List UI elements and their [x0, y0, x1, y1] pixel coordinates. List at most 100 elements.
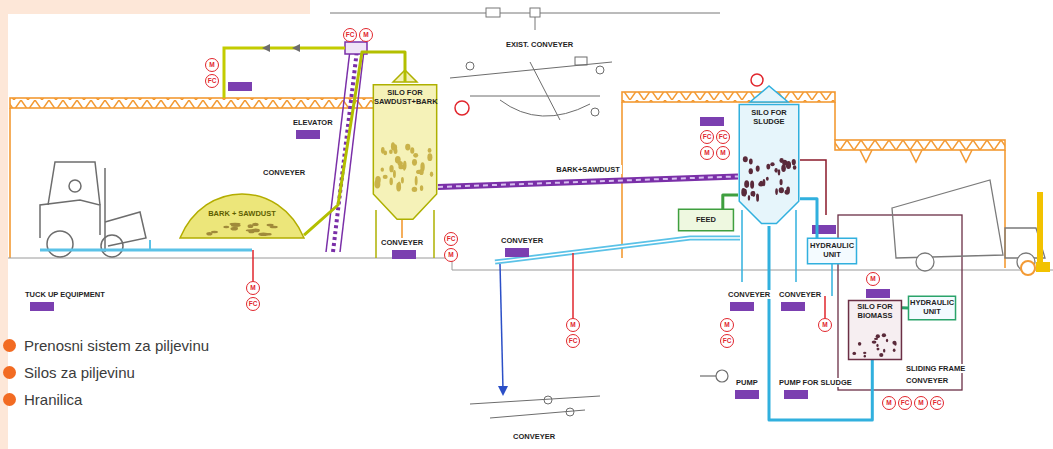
drive-symbol [466, 62, 474, 70]
material-texture [864, 355, 866, 358]
drive-symbol [544, 396, 552, 404]
page-margin [0, 0, 310, 449]
margin-band [0, 0, 8, 449]
instrument-bubble: FC [716, 130, 730, 144]
material-texture [396, 183, 401, 192]
connector [800, 199, 817, 238]
screw-feeder: FEED [678, 209, 734, 231]
material-texture [412, 159, 417, 166]
margin-band [0, 0, 310, 14]
conveyor-line [470, 96, 600, 97]
hydraulic-unit: HYDRAULIC UNIT [807, 238, 857, 264]
instrument-bubble: FC [720, 334, 734, 348]
legend: Prenosni sistem za piljevinuSilos za pil… [3, 332, 209, 413]
material-texture [401, 177, 404, 183]
instrument-bubble: FC [566, 334, 580, 348]
node-text: HYDRAULIC UNIT [908, 299, 956, 316]
legend-swatch [3, 339, 16, 352]
material-texture [793, 165, 797, 169]
tag-box [730, 302, 754, 311]
box-outline [849, 301, 902, 360]
equipment-label: CONVEYER [778, 290, 822, 299]
instrument-bubble: M [914, 396, 928, 410]
legend-item: Prenosni sistem za piljevinu [3, 332, 209, 359]
equipment-label: CONVEYER [262, 168, 306, 177]
signal-line [824, 296, 826, 318]
node-text: SILO FOR BIOMASS [848, 303, 902, 320]
wheel [47, 231, 73, 257]
material-texture [877, 348, 880, 351]
material-texture [750, 191, 755, 196]
connector [902, 307, 908, 308]
connector-line [438, 176, 738, 187]
cyan-conveyor [495, 238, 740, 396]
equipment-label: CONVEYER [380, 238, 424, 247]
roof-hanger [860, 150, 972, 162]
connector-line [902, 306, 908, 309]
conveyor-curve [500, 100, 590, 116]
connector [723, 195, 738, 209]
material-texture [389, 178, 392, 186]
legend-item: Hranilica [3, 386, 209, 413]
conveyor-line [530, 62, 560, 120]
instrument-bubble: FC [246, 297, 260, 311]
material-texture [749, 159, 753, 165]
legend-swatch [3, 393, 16, 406]
flow-arrow [498, 386, 508, 396]
material-texture [393, 144, 397, 151]
material-texture [412, 187, 418, 192]
transfer-line [500, 264, 503, 390]
material-texture [743, 156, 748, 162]
existing-conveyor [450, 57, 612, 120]
material-texture [792, 159, 796, 165]
material-texture [744, 180, 749, 188]
material-texture [852, 352, 856, 355]
building-wall [9, 108, 11, 258]
pile-outline [180, 194, 304, 238]
tag-box [866, 289, 890, 298]
material-texture [420, 185, 423, 191]
connector-label: BARK+SAWDUST [554, 165, 622, 174]
instrument-bubble: FC [930, 396, 944, 410]
instrument-bubble: M [246, 281, 260, 295]
material-texture [779, 187, 784, 193]
pipe-line [831, 264, 833, 296]
silo-leg [433, 210, 435, 258]
material-texture [879, 353, 883, 357]
storage-silo: SILO FOR SLUDGE [738, 102, 800, 226]
roof-truss [835, 140, 1005, 150]
material-texture [248, 230, 254, 234]
material-texture [211, 231, 218, 233]
yellow-column [1037, 192, 1043, 262]
material-texture [883, 349, 885, 353]
material-texture [863, 352, 866, 354]
material-texture [756, 165, 760, 171]
tag-box [505, 248, 529, 257]
pipe-line [700, 375, 716, 376]
material-texture [413, 153, 418, 158]
node-text: FEED [678, 216, 734, 225]
material-texture [223, 226, 229, 228]
material-texture [762, 179, 765, 186]
material-texture [381, 168, 384, 172]
material-texture [779, 158, 783, 163]
material-texture [886, 339, 888, 343]
forklift-mast [104, 168, 106, 252]
drive-symbol [596, 66, 604, 74]
bottom-conveyor [470, 396, 600, 418]
legend-swatch [3, 366, 16, 379]
drive-symbol [575, 57, 587, 65]
pipe-line [535, 17, 536, 30]
yellow-base [1036, 262, 1050, 272]
material-texture [403, 161, 406, 170]
material-texture [428, 148, 432, 153]
drive-symbol [591, 108, 599, 116]
material-texture [766, 177, 769, 181]
material-texture [206, 232, 212, 236]
instrument-bubble: FC [205, 74, 219, 88]
building-wall [834, 102, 836, 140]
tag-box [228, 82, 252, 91]
building-frame [10, 92, 1005, 268]
